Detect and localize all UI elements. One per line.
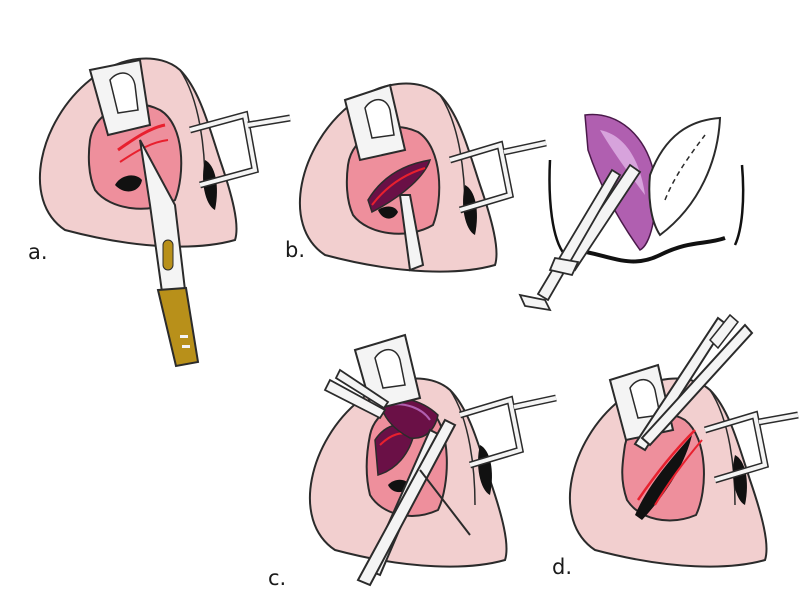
panel-label-d: d. [552,555,573,579]
cartilage-right [648,116,722,237]
incision-line-a [117,123,166,152]
retractor-icon [88,58,152,137]
retractor-icon [458,394,557,469]
nostril-a [115,175,142,192]
panel-label-a: a. [28,240,48,264]
retractor-icon [448,139,547,214]
forceps-icon [398,194,425,272]
retractor-icon [189,110,291,189]
retractor-icon [703,410,799,484]
panel-d [568,313,799,568]
scalpel-icon [139,139,200,368]
panel-b [298,82,547,273]
forceps-icon [518,163,642,312]
scissors-icon [633,313,754,452]
tissue-flap-b [367,159,432,214]
forceps-icon [323,368,390,420]
panel-label-c: c. [268,566,287,590]
retractor-icon [343,83,407,162]
panel-a [38,57,291,368]
scissors-icon [356,418,471,587]
panel-c [308,333,557,587]
panel-label-b: b. [285,238,306,262]
closed-incision-d [635,435,692,520]
inset-cartilage [518,113,745,312]
nostril-right-d [733,455,747,505]
